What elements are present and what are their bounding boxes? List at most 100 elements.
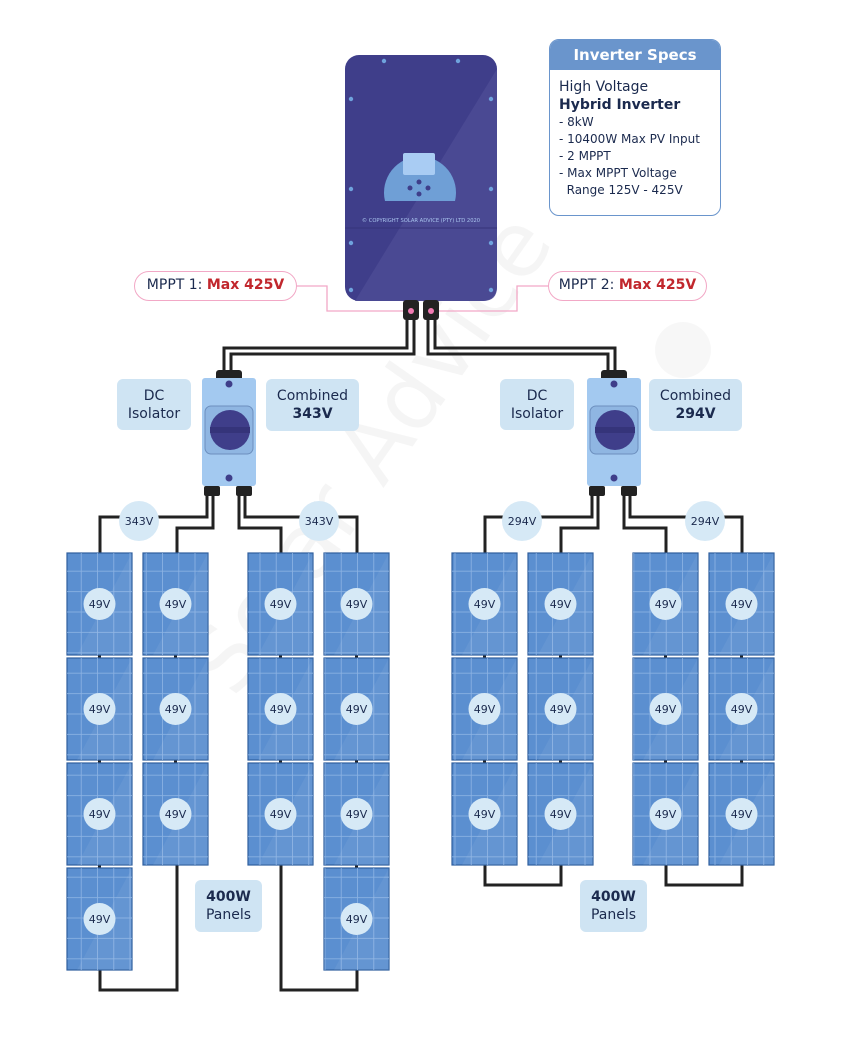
panel-voltage: 49V	[731, 598, 753, 611]
solar-panel: 49V	[66, 657, 133, 761]
tag-line: Combined	[659, 388, 732, 404]
combined-voltage-2: 294V	[675, 406, 716, 422]
string-voltage: 343V	[305, 515, 334, 528]
tag-line: DC	[526, 387, 548, 404]
panel-voltage-badge	[649, 798, 682, 830]
solar-panel: 49V	[451, 657, 518, 761]
string-voltage-badge	[119, 501, 159, 541]
inverter-screen	[403, 153, 435, 175]
panel-voltage-badge	[83, 903, 116, 935]
panel-voltage: 49V	[731, 808, 753, 821]
tag-line: 400W	[206, 889, 251, 905]
solar-panel: 49V	[451, 762, 518, 866]
panel-voltage: 49V	[89, 808, 111, 821]
solar-panel: 49V	[527, 657, 594, 761]
panel-voltage: 49V	[550, 808, 572, 821]
panel-voltage: 49V	[346, 703, 368, 716]
panel-voltage-badge	[264, 693, 297, 725]
isolator-output-gland	[621, 486, 637, 496]
cable-string-3	[559, 494, 600, 553]
panel-voltage: 49V	[165, 703, 187, 716]
solar-panel: 49V	[66, 552, 133, 656]
tag-line: DC	[143, 387, 165, 404]
solar-panel: 49V	[527, 552, 594, 656]
tag-line: Isolator	[127, 405, 181, 422]
mppt2-label: MPPT 2: Max 425V	[548, 271, 707, 301]
panel-voltage: 49V	[270, 808, 292, 821]
string-voltage-badge	[685, 501, 725, 541]
string-voltage: 294V	[508, 515, 537, 528]
isolator-output-gland	[589, 486, 605, 496]
panel-voltage-badge	[544, 798, 577, 830]
panel-voltage: 49V	[346, 598, 368, 611]
panel-voltage: 49V	[346, 913, 368, 926]
inverter-display-panel	[384, 150, 456, 201]
tag-line: Panels	[590, 907, 637, 923]
panel-voltage-badge	[340, 798, 373, 830]
panel-voltage: 49V	[731, 703, 753, 716]
string-voltage-badge	[502, 501, 542, 541]
mppt1-port	[408, 308, 414, 314]
panel-voltage-badge	[159, 693, 192, 725]
isolator-screw	[610, 380, 618, 388]
tag-line: Panels	[205, 907, 252, 923]
solar-panel: 49V	[323, 762, 390, 866]
specs-line2: Hybrid Inverter	[559, 97, 681, 113]
solar-panel: 49V	[247, 657, 314, 761]
tag-line: Isolator	[510, 405, 564, 422]
combined-voltage-1-label: Combined 343V	[266, 379, 359, 431]
specs-item: - 8kW	[559, 115, 594, 129]
solar-panel: 49V	[323, 552, 390, 656]
panel-voltage: 49V	[655, 808, 677, 821]
solar-panel: 49V	[708, 657, 775, 761]
isolator-switch-handle	[210, 427, 250, 433]
combined-voltage-2-label: Combined 294V	[649, 379, 742, 431]
isolator-screw	[225, 380, 233, 388]
panel-voltage: 49V	[655, 598, 677, 611]
solar-panel-array: 49V 49V 49V 49V 49V 49V 49V 49V 49V 49V 49V 49V 49V 4…	[66, 552, 775, 971]
mppt2-max-voltage: Max 425V	[618, 277, 697, 293]
dc-isolator-2[interactable]	[587, 370, 641, 496]
string-4-return	[664, 865, 744, 887]
solar-panel: 49V	[632, 552, 699, 656]
combined-voltage-1: 343V	[292, 406, 333, 422]
panel-voltage: 49V	[89, 703, 111, 716]
isolator-screw	[225, 474, 233, 482]
string-voltage: 294V	[691, 515, 720, 528]
panel-voltage: 49V	[270, 598, 292, 611]
panel-voltage-badge	[83, 588, 116, 620]
panel-rating-label-2: 400W Panels	[580, 880, 647, 932]
solar-panel: 49V	[632, 762, 699, 866]
panel-voltage-badge	[649, 588, 682, 620]
cable-mppt1	[222, 318, 409, 372]
dc-isolator-2-label: DC Isolator	[500, 379, 574, 430]
panel-voltage: 49V	[550, 598, 572, 611]
watermark-dot	[655, 322, 711, 378]
dc-isolator-1[interactable]	[202, 370, 256, 496]
inverter-mppt-connectors	[403, 300, 439, 320]
mppt2-leader-line	[432, 285, 548, 312]
solar-panel: 49V	[451, 552, 518, 656]
solar-panel: 49V	[142, 657, 209, 761]
panel-voltage: 49V	[550, 703, 572, 716]
string-1-return	[98, 865, 179, 992]
mppt2-port	[428, 308, 434, 314]
isolator-output-gland	[204, 486, 220, 496]
mppt1-leader-line	[297, 285, 410, 312]
solar-panel: 49V	[708, 552, 775, 656]
panel-voltage-badge	[725, 588, 758, 620]
panel-voltage: 49V	[346, 808, 368, 821]
panel-voltage-badge	[725, 798, 758, 830]
cable-string-2	[237, 494, 283, 553]
inverter-copyright: © COPYRIGHT SOLAR ADVICE (PTY) LTD 2020	[362, 217, 480, 224]
panel-voltage: 49V	[474, 598, 496, 611]
panel-voltage-badge	[340, 693, 373, 725]
panel-voltage: 49V	[270, 703, 292, 716]
panel-voltage-badge	[159, 798, 192, 830]
solar-panel: 49V	[142, 762, 209, 866]
panel-voltage-badge	[159, 588, 192, 620]
panel-voltage: 49V	[474, 808, 496, 821]
solar-panel: 49V	[323, 867, 390, 971]
panel-voltage-badge	[544, 693, 577, 725]
